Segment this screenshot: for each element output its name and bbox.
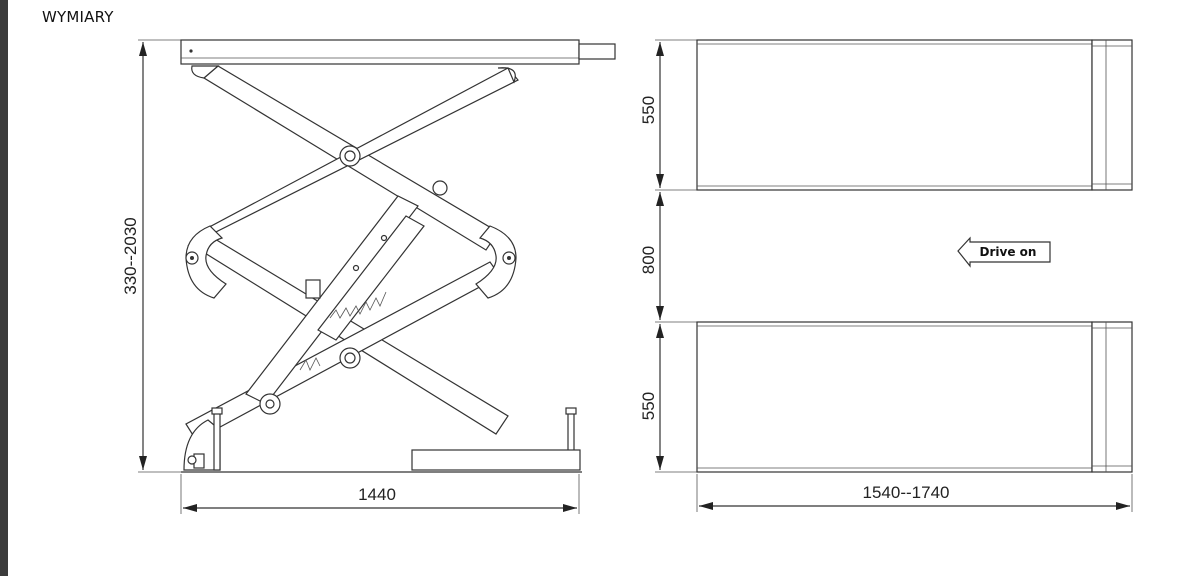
height-dimension-line (138, 39, 182, 473)
window-left-edge (0, 0, 8, 576)
pivot-pins (339, 145, 361, 369)
page-title: WYMIARY (42, 8, 114, 26)
length-dimension-label: 1540--1740 (863, 483, 950, 502)
top-platform-width-label: 550 (639, 96, 658, 124)
length-dimension-line (696, 474, 1133, 512)
drive-on-arrow (957, 236, 1051, 268)
base-frame (181, 407, 582, 473)
safety-ratchet (299, 291, 387, 371)
top-runway-platform (696, 39, 1133, 191)
drive-on-label: Drive on (980, 245, 1037, 259)
width-dimension-line (180, 474, 580, 514)
hydraulic-cylinder (245, 180, 448, 415)
width-dimension-label: 1440 (358, 485, 396, 504)
height-dimension-label: 330--2030 (121, 217, 140, 295)
top-view: 550 800 550 (639, 39, 1133, 512)
gap-dimension-label: 800 (639, 246, 658, 274)
bottom-runway-platform (696, 321, 1133, 473)
bottom-platform-width-label: 550 (639, 392, 658, 420)
knuckle-plates (185, 225, 517, 299)
side-view: 330--2030 (121, 39, 616, 514)
top-platform (180, 39, 616, 65)
